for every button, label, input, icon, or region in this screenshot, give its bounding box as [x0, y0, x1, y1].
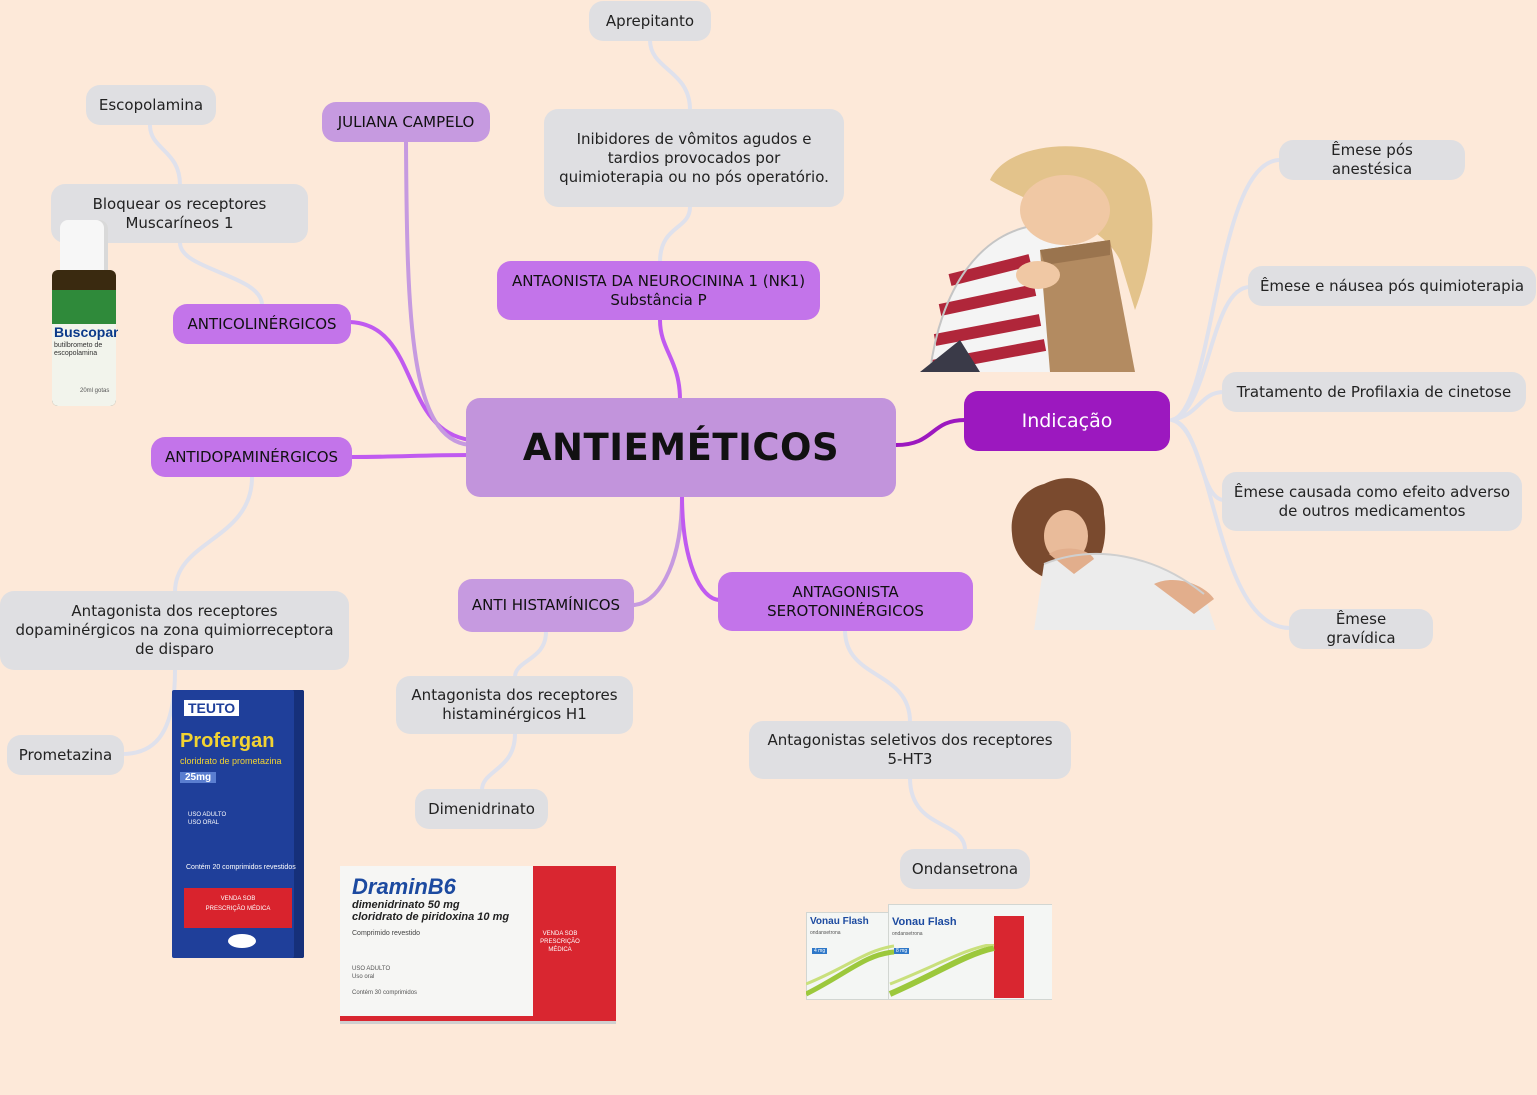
dramin-line2: cloridrato de piridoxina 10 mg: [352, 911, 510, 923]
buscopan-bottle: Buscopan butilbrometo de escopolamina 20…: [50, 220, 118, 408]
indication-item-chemo[interactable]: Êmese e náusea pós quimioterapia: [1248, 266, 1536, 306]
profergan-box: TEUTO Profergan cloridrato de prometazin…: [172, 690, 304, 958]
antidopaminergic-branch[interactable]: ANTIDOPAMINÉRGICOS: [151, 437, 352, 477]
dramin-use1: USO ADULTO: [352, 966, 391, 972]
nk1-branch[interactable]: ANTAONISTA DA NEUROCININA 1 (NK1) Substâ…: [497, 261, 820, 320]
indication-item-motion[interactable]: Tratamento de Profilaxia de cinetose: [1222, 372, 1526, 412]
central-topic[interactable]: ANTIEMÉTICOS: [466, 398, 896, 497]
vonau-sub-2: ondansetrona: [892, 931, 923, 937]
profergan-sub: cloridrato de prometazina: [180, 756, 282, 766]
vonau-dose-1: 4 mg: [812, 948, 828, 954]
vonau-dose-2: 8 mg: [894, 948, 910, 954]
anticholinergic-drug[interactable]: Escopolamina: [86, 85, 216, 125]
profergan-count: Contém 20 comprimidos revestidos: [186, 864, 296, 871]
indication-item-pregnancy[interactable]: Êmese gravídica: [1289, 609, 1433, 649]
child-vomiting-illustration: [920, 146, 1160, 372]
dramin-line1: dimenidrinato 50 mg: [352, 899, 460, 911]
antidopaminergic-description[interactable]: Antagonista dos receptores dopaminérgico…: [0, 591, 349, 670]
profergan-maker: TEUTO: [184, 700, 240, 716]
dramin-use2: Uso oral: [352, 974, 375, 980]
serotonergic-branch[interactable]: ANTAGONISTA SEROTONINÉRGICOS: [718, 572, 973, 631]
vonau-brand-1: Vonau Flash: [810, 916, 869, 927]
buscopan-line1: butilbrometo de escopolamina: [54, 342, 103, 357]
vonau-flash-boxes: Vonau Flash ondansetrona 4 mg Vonau Flas…: [806, 904, 1052, 1000]
profergan-sale2: PRESCRIÇÃO MÉDICA: [205, 906, 271, 912]
antihistamine-description[interactable]: Antagonista dos receptores histaminérgic…: [396, 676, 633, 734]
nk1-description[interactable]: Inibidores de vômitos agudos e tardios p…: [544, 109, 844, 207]
vonau-brand-2: Vonau Flash: [892, 916, 957, 928]
dramin-brand: Dramin: [352, 874, 428, 899]
antidopaminergic-drug[interactable]: Prometazina: [7, 735, 124, 775]
vonau-sub-1: ondansetrona: [810, 930, 841, 936]
profergan-use1: USO ADULTO: [188, 812, 227, 818]
dramin-sale: VENDA SOB PRESCRIÇÃO MÉDICA: [540, 931, 580, 953]
author-node[interactable]: JULIANA CAMPELO: [322, 102, 490, 142]
indication-item-adverse[interactable]: Êmese causada como efeito adverso de out…: [1222, 472, 1522, 531]
woman-nausea-illustration: [1011, 478, 1216, 630]
profergan-dose: 25mg: [180, 772, 217, 783]
profergan-sale1: VENDA SOB: [220, 896, 256, 902]
serotonergic-description[interactable]: Antagonistas seletivos dos receptores 5-…: [749, 721, 1071, 779]
nk1-drug[interactable]: Aprepitanto: [589, 1, 711, 41]
dramin-form: Comprimido revestido: [352, 930, 421, 937]
profergan-use2: USO ORAL: [188, 820, 220, 826]
buscopan-line2: 20ml gotas: [80, 388, 110, 394]
dramin-brand-b6: B6: [427, 874, 456, 899]
indication-node[interactable]: Indicação: [964, 391, 1170, 451]
antihistamine-branch[interactable]: ANTI HISTAMÍNICOS: [458, 579, 634, 632]
dramin-count: Contém 30 comprimidos: [352, 990, 418, 996]
buscopan-brand: Buscopan: [54, 324, 118, 340]
anticholinergic-branch[interactable]: ANTICOLINÉRGICOS: [173, 304, 351, 344]
dramin-box: DraminB6 dimenidrinato 50 mg cloridrato …: [340, 866, 616, 1024]
profergan-brand: Profergan: [180, 730, 275, 752]
serotonergic-drug[interactable]: Ondansetrona: [900, 849, 1030, 889]
antihistamine-drug[interactable]: Dimenidrinato: [415, 789, 548, 829]
indication-item-anesthesia[interactable]: Êmese pós anestésica: [1279, 140, 1465, 180]
